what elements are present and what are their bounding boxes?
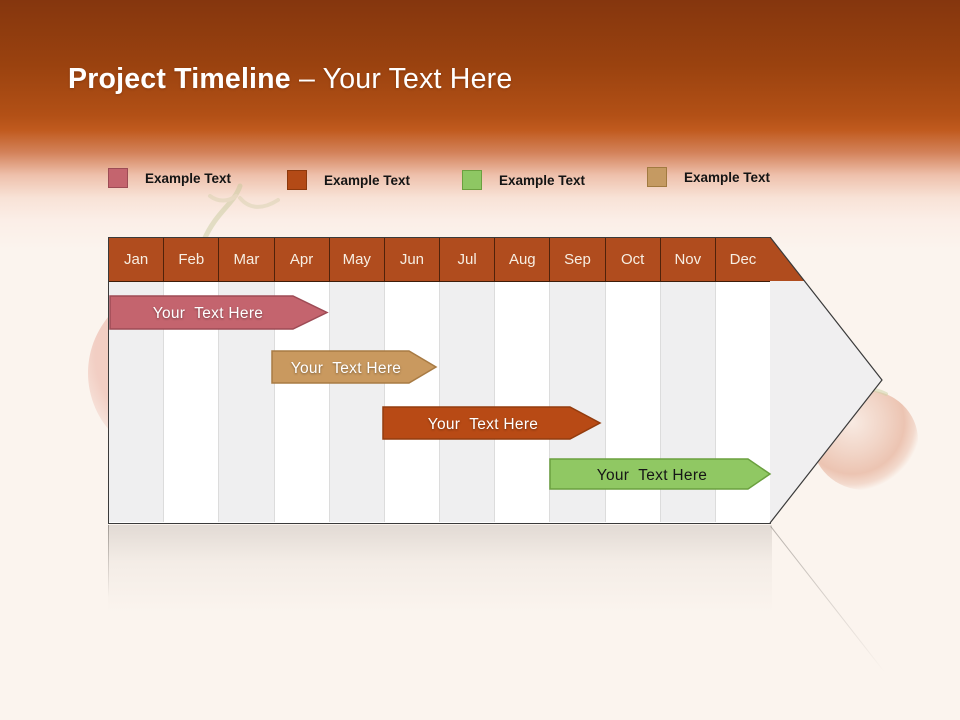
month-cell-nov: Nov (659, 238, 715, 281)
legend-item-1: Example Text (108, 168, 231, 188)
legend-label: Example Text (324, 172, 411, 188)
gantt-bar-4-label: Your Text Here (597, 467, 707, 484)
gantt-bar-3 (382, 406, 602, 440)
legend-item-2: Example Text (287, 170, 410, 190)
arrowhead-outline (769, 237, 883, 524)
slide-title-suffix: – Your Text Here (298, 63, 513, 95)
gantt-bar-2 (271, 350, 438, 384)
month-column (383, 282, 440, 522)
slide-title-main: Project Timeline (68, 63, 291, 95)
legend-swatch-rose (108, 168, 128, 188)
month-cell-sep: Sep (549, 238, 604, 281)
legend-label: Example Text (145, 170, 232, 186)
legend-swatch-green (462, 170, 482, 190)
reflection-arrow-edge (770, 526, 885, 673)
legend-item-4: Example Text (647, 167, 770, 187)
month-cell-dec: Dec (714, 238, 770, 281)
timeline-overlay: Your Text Here Your Text Here Your Text … (109, 237, 883, 524)
month-header-row: Jan Feb Mar Apr May Jun Jul Aug Sep Oct … (109, 238, 770, 282)
gantt-bar-3-label: Your Text Here (428, 416, 538, 433)
reflection-left-edge (108, 525, 109, 597)
header-gradient-band (0, 0, 960, 250)
legend-swatch-tan (647, 167, 667, 187)
gantt-bar-2-label: Your Text Here (291, 360, 401, 377)
month-cell-oct: Oct (604, 238, 660, 281)
gantt-bar-4 (549, 458, 772, 490)
legend-item-3: Example Text (462, 170, 585, 190)
month-cell-apr: Apr (273, 238, 329, 281)
sprout-watermark-icon (201, 183, 280, 242)
table-reflection (108, 525, 772, 613)
gantt-bar-1 (109, 295, 329, 330)
legend-label: Example Text (499, 172, 586, 188)
month-cell-jun: Jun (383, 238, 439, 281)
month-cell-mar: Mar (218, 238, 273, 281)
month-cell-jul: Jul (439, 238, 494, 281)
legend-label: Example Text (684, 169, 771, 185)
month-cell-jan: Jan (123, 251, 149, 268)
month-column (494, 282, 550, 522)
month-cell-aug: Aug (494, 238, 549, 281)
gantt-bar-1-label: Your Text Here (153, 305, 263, 322)
month-column (328, 282, 384, 522)
month-cell-may: May (328, 238, 384, 281)
month-cell-feb: Feb (163, 238, 218, 281)
legend-swatch-orange (287, 170, 307, 190)
slide-title: Project Timeline – Your Text Here (68, 63, 512, 96)
month-column (439, 282, 495, 522)
timeline-arrowhead (770, 237, 882, 523)
